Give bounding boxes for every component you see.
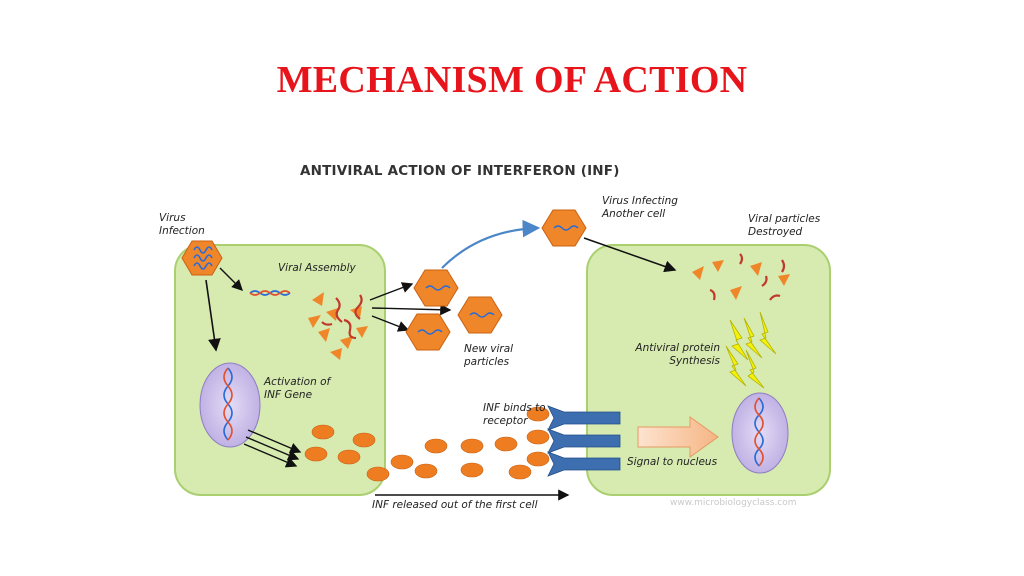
label-antiviral-protein-synthesis: Antiviral protein Synthesis <box>635 342 720 367</box>
watermark: www.microbiologyclass.com <box>670 498 797 508</box>
signal-arrow <box>637 416 719 458</box>
label-virus-infecting-another-cell: Virus Infecting Another cell <box>602 195 678 220</box>
antiviral-proteins <box>725 311 777 389</box>
label-new-viral-particles: New viral particles <box>464 343 514 368</box>
infecting-virus <box>181 240 223 276</box>
destroyed-viral-particles <box>692 253 790 301</box>
label-viral-particles-destroyed: Viral particles Destroyed <box>748 213 821 238</box>
viral-assembly-pieces <box>308 292 368 360</box>
viral-rna <box>249 290 291 296</box>
diagram-graphics <box>174 209 831 501</box>
label-inf-released: INF released out of the first cell <box>372 499 538 511</box>
virus-infecting-another-cell <box>541 209 587 247</box>
label-activation-inf-gene: Activation of INF Gene <box>264 376 331 401</box>
interferon-receptors <box>547 405 621 477</box>
label-viral-assembly: Viral Assembly <box>278 262 356 274</box>
second-cell-nucleus <box>731 392 789 474</box>
interferon-diagram: ANTIVIRAL ACTION OF INTERFERON (INF) Vir… <box>150 150 850 520</box>
label-signal-to-nucleus: Signal to nucleus <box>627 456 718 468</box>
label-virus-infection: Virus Infection <box>159 212 205 237</box>
slide-title: MECHANISM OF ACTION <box>276 59 748 101</box>
first-cell-nucleus <box>199 362 261 448</box>
diagram-heading: ANTIVIRAL ACTION OF INTERFERON (INF) <box>300 163 620 179</box>
interferon-molecules <box>304 406 550 482</box>
label-inf-binds-receptor: INF binds to receptor <box>483 402 546 427</box>
new-viral-particles <box>405 269 503 351</box>
